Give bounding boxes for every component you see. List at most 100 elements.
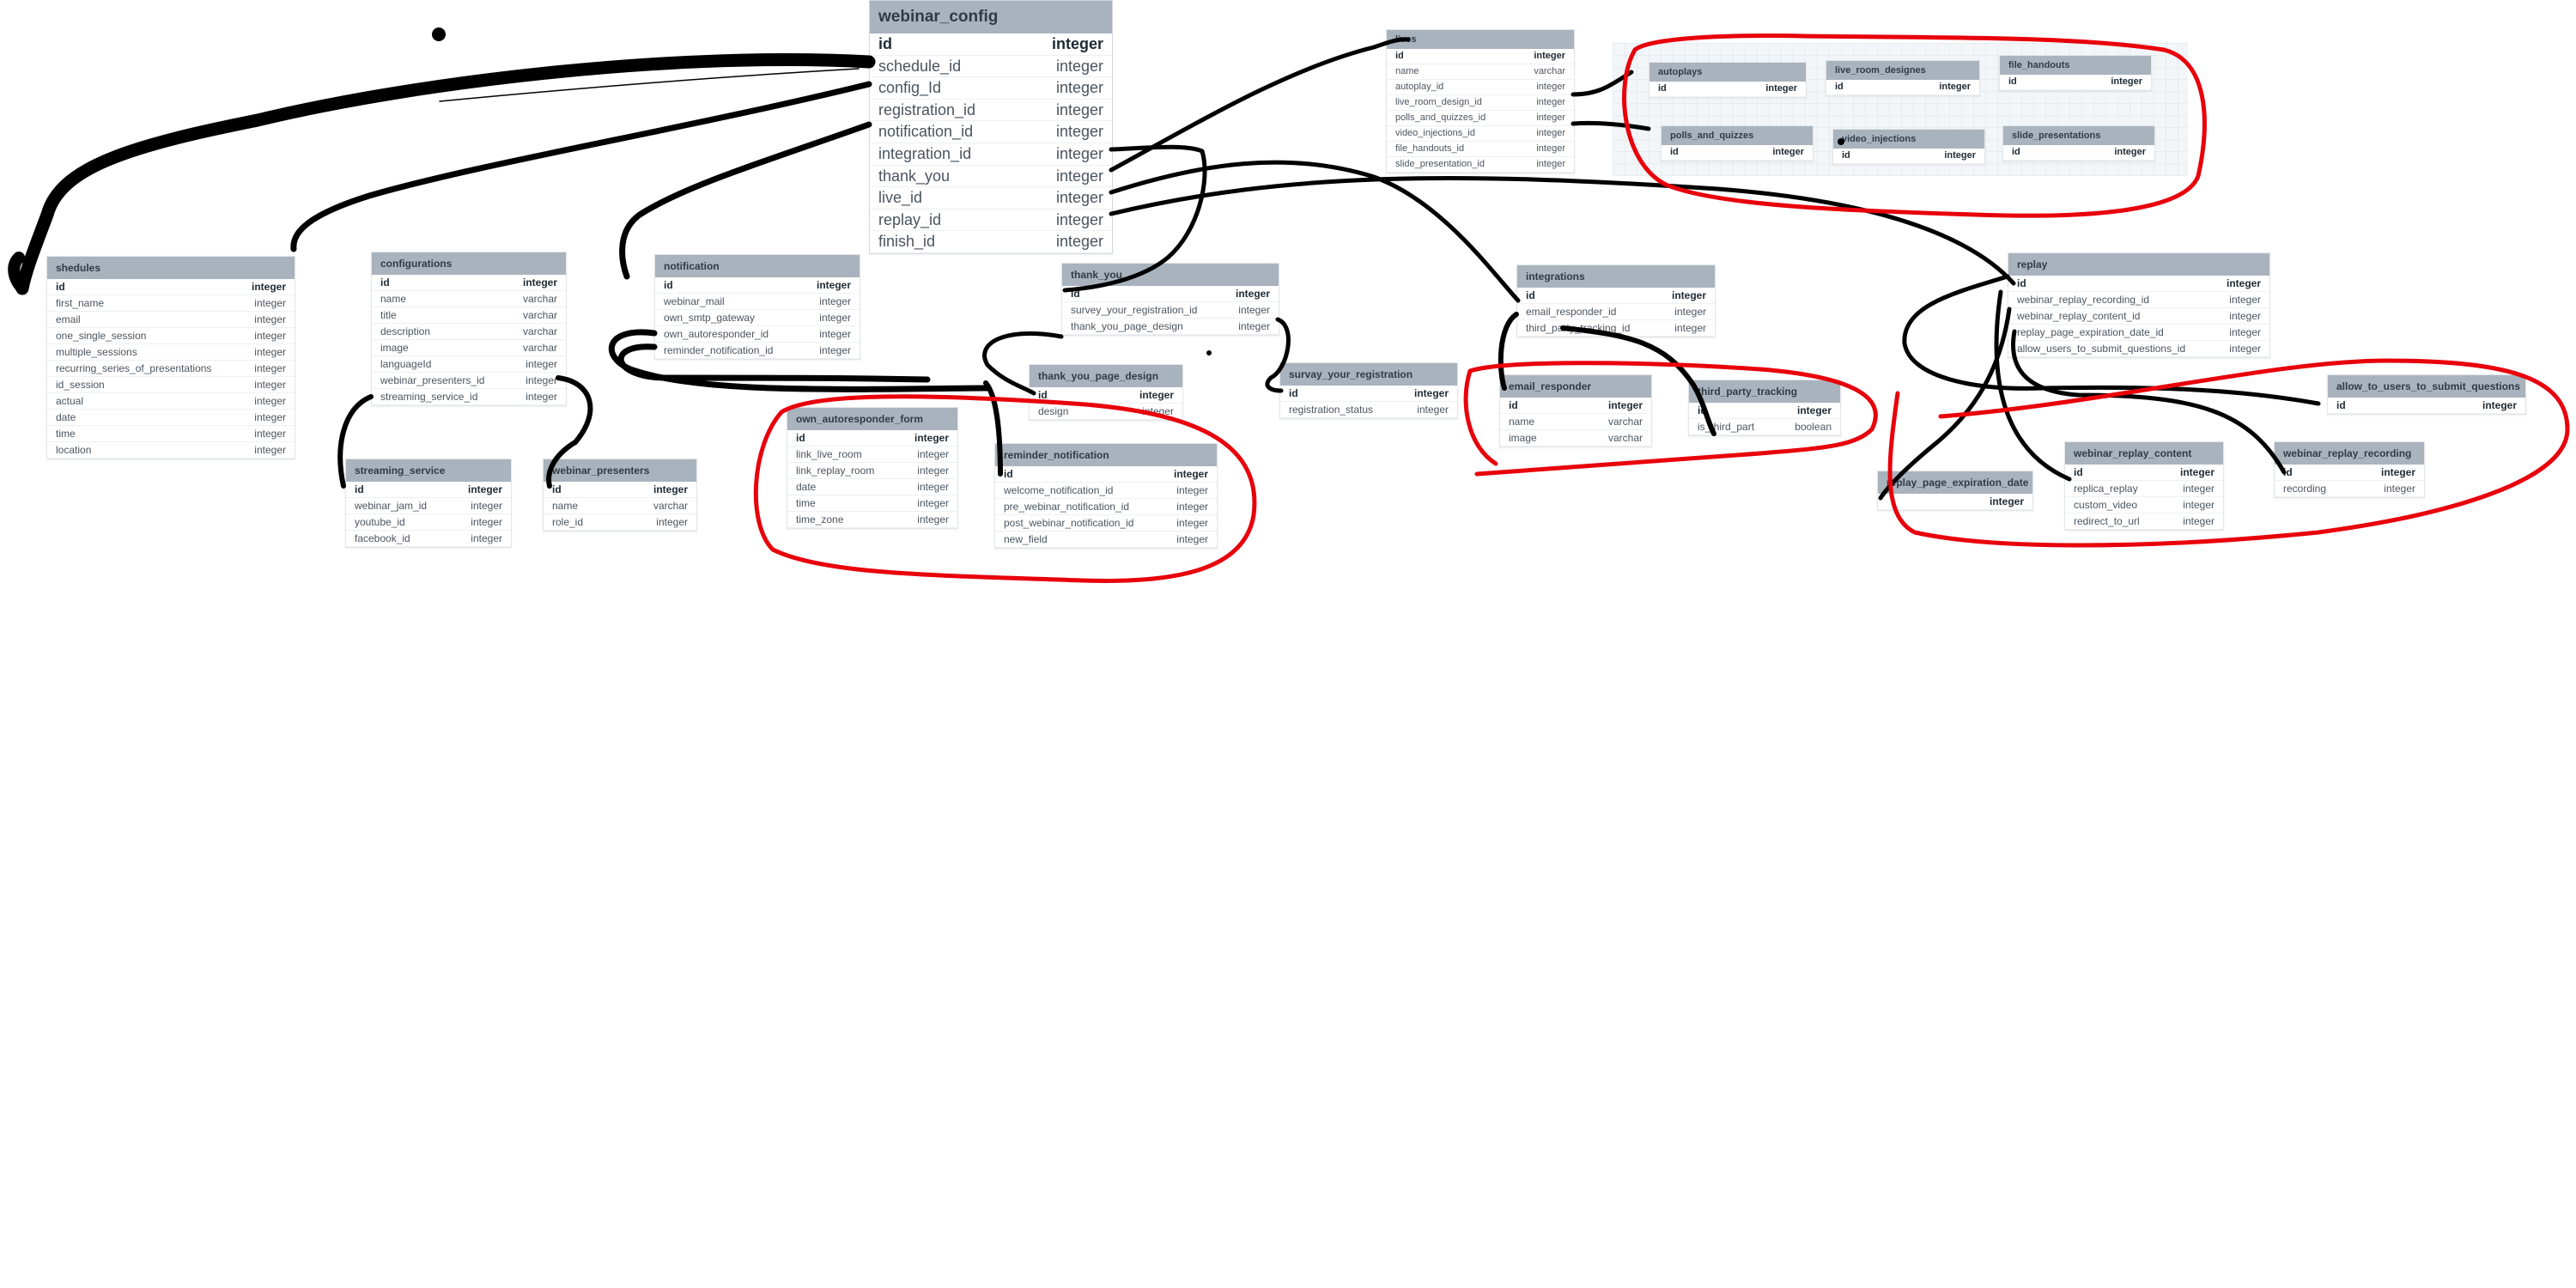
field-type: integer [1939, 82, 1971, 92]
field-name: facebook_id [355, 532, 410, 544]
field-name: thank_you [878, 167, 951, 185]
field-type: integer [471, 500, 502, 512]
field-name: autoplay_id [1395, 82, 1444, 92]
ink-line [439, 68, 860, 102]
field-type: integer [1536, 97, 1565, 107]
field-name: id [1670, 147, 1679, 157]
field-name: role_id [552, 516, 584, 528]
field-type: integer [917, 448, 949, 460]
field-type: integer [819, 328, 851, 340]
table-title: live_room_designes [1826, 61, 1979, 80]
field-name: location [56, 444, 92, 456]
table-title: shedules [47, 257, 295, 279]
field-type: integer [917, 513, 949, 526]
field-name: time_zone [796, 513, 844, 526]
field-type: varchar [1607, 432, 1643, 444]
field-type: integer [1413, 387, 1449, 399]
field-name: recording [2283, 483, 2327, 495]
field-name: id [1658, 83, 1667, 94]
field-name: webinar_replay_content_id [2017, 310, 2141, 322]
ink-dot [432, 27, 446, 41]
field-type: integer [2183, 499, 2215, 511]
field-name: title [380, 309, 397, 321]
field-name: replay_page_expiration_date_id [2017, 326, 2164, 338]
field-name: integration_id [878, 144, 972, 162]
field-name: webinar_jam_id [355, 500, 428, 512]
field-type: integer [2229, 310, 2261, 322]
field-type: integer [254, 428, 286, 440]
field-name: date [796, 481, 817, 493]
field-type: integer [254, 395, 286, 407]
table-row: webinar_replay_content_id integer [2008, 308, 2269, 325]
field-type: integer [2380, 466, 2415, 478]
field-type: integer [1055, 100, 1103, 118]
field-name: id [1698, 404, 1707, 416]
field-type: integer [1671, 289, 1706, 301]
field-type: integer [1055, 57, 1103, 75]
field-name: replay_id [878, 210, 942, 228]
field-type: boolean [1795, 421, 1832, 433]
field-name: polls_and_quizzes_id [1395, 112, 1486, 123]
field-type: integer [1765, 83, 1797, 94]
field-name: name [552, 500, 579, 512]
field-type: integer [2183, 515, 2215, 527]
field-type: varchar [522, 342, 557, 354]
field-type: integer [1173, 468, 1208, 480]
field-name: id [2074, 466, 2083, 478]
table-title: reminder_notification [995, 444, 1217, 466]
field-type: integer [1055, 144, 1103, 162]
field-name: design [1038, 405, 1069, 417]
field-type: varchar [522, 293, 557, 305]
table-title: webinar_replay_recording [2275, 442, 2424, 465]
field-type: integer [526, 374, 557, 386]
